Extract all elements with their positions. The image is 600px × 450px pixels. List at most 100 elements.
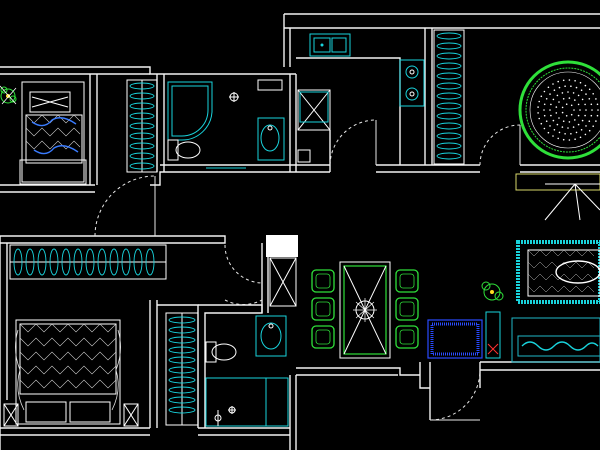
double-bed: [19, 81, 87, 185]
rug-dot: [549, 93, 551, 95]
hanger: [61, 248, 71, 276]
sofa: [511, 317, 600, 363]
shelf: [257, 79, 283, 91]
rug-dot: [595, 120, 597, 122]
side-table: [485, 311, 501, 359]
shower-tray: [167, 81, 213, 141]
chair: [395, 325, 419, 349]
hanger: [129, 82, 155, 90]
rug-dot: [588, 129, 591, 132]
walls: [0, 13, 600, 450]
rug-dot: [543, 127, 546, 130]
sink: [309, 33, 351, 57]
hanger: [168, 326, 196, 334]
rug-dot: [545, 120, 548, 122]
hanger: [129, 122, 155, 130]
hanger: [73, 248, 83, 276]
hanger: [436, 62, 462, 70]
rug-dot: [585, 125, 587, 127]
drain-icon: [229, 92, 239, 102]
rug-dot: [547, 86, 550, 89]
hanger: [129, 112, 155, 120]
rug-dot: [549, 125, 551, 127]
double-bed: [15, 319, 121, 425]
rug-dot: [575, 131, 578, 134]
hanger: [133, 248, 143, 276]
rug-dot: [574, 80, 576, 82]
rug-dot: [579, 109, 581, 111]
rug-dot: [557, 80, 559, 83]
rug-dot: [553, 89, 556, 91]
hanger: [168, 376, 196, 384]
rug-dot: [573, 109, 575, 111]
rug-dot: [568, 79, 571, 81]
chair-seat: [399, 301, 415, 317]
rug-dot: [574, 99, 576, 101]
chair-seat: [315, 301, 331, 317]
rug-dot: [552, 98, 555, 101]
rug-dot: [558, 101, 560, 103]
rug-dot: [574, 138, 576, 140]
hanger: [168, 316, 196, 324]
potted-plant: [481, 281, 504, 301]
hanger: [129, 102, 155, 110]
rug-dot: [562, 79, 565, 82]
rug-dot: [562, 98, 565, 100]
coffee-table: [427, 319, 483, 359]
bin: [297, 149, 311, 163]
hanger: [168, 366, 196, 374]
rug-dot: [543, 114, 546, 117]
rug-dot: [565, 103, 568, 105]
rug-dot: [590, 103, 593, 106]
chairs: [311, 269, 419, 349]
rug-dot: [549, 109, 551, 111]
rug-dot: [553, 129, 556, 131]
rug-dot: [543, 90, 546, 93]
living-room: [427, 60, 600, 363]
bedroom-1: [0, 79, 158, 185]
hanger: [97, 248, 107, 276]
drain-icon: [228, 406, 236, 414]
hanger: [168, 336, 196, 344]
rug-dot: [575, 86, 578, 89]
rug-dot: [565, 115, 568, 117]
rug-dot: [592, 93, 594, 95]
wardrobe2-hangers: [168, 316, 196, 414]
rug-dot: [572, 126, 575, 128]
rug-dot: [597, 109, 599, 111]
kitchen: [297, 29, 465, 165]
chair-seat: [399, 273, 415, 289]
rug-dot: [577, 103, 580, 106]
rug-dot: [596, 114, 599, 117]
rug-dot: [585, 93, 587, 95]
rug-dot: [558, 117, 560, 119]
chair: [311, 269, 335, 293]
dining-table: [339, 261, 391, 359]
rug-dot: [588, 88, 591, 91]
rug-dot: [543, 109, 545, 111]
rug-dot: [538, 100, 540, 103]
rug-dot: [588, 98, 591, 100]
rug-dot: [540, 95, 543, 98]
rug-dot: [552, 119, 555, 122]
rug-dot: [579, 136, 582, 139]
toilet: [205, 341, 237, 363]
hanger: [25, 248, 35, 276]
rug-dot: [584, 114, 586, 117]
chair: [395, 297, 419, 321]
pantry-hangers: [436, 32, 462, 160]
rug-dot: [567, 127, 569, 129]
potted-plant-small: [214, 410, 222, 426]
bathroom-2: [165, 312, 289, 427]
rug-dot: [574, 119, 576, 121]
rug-dot: [558, 131, 561, 134]
dining: [311, 261, 419, 359]
hanger: [121, 248, 131, 276]
hanger: [109, 248, 119, 276]
rug-dot: [577, 94, 580, 97]
rug-dot: [591, 109, 593, 111]
rug-dot: [570, 104, 573, 107]
rug-dot: [561, 106, 564, 109]
rug-dot: [564, 133, 566, 135]
